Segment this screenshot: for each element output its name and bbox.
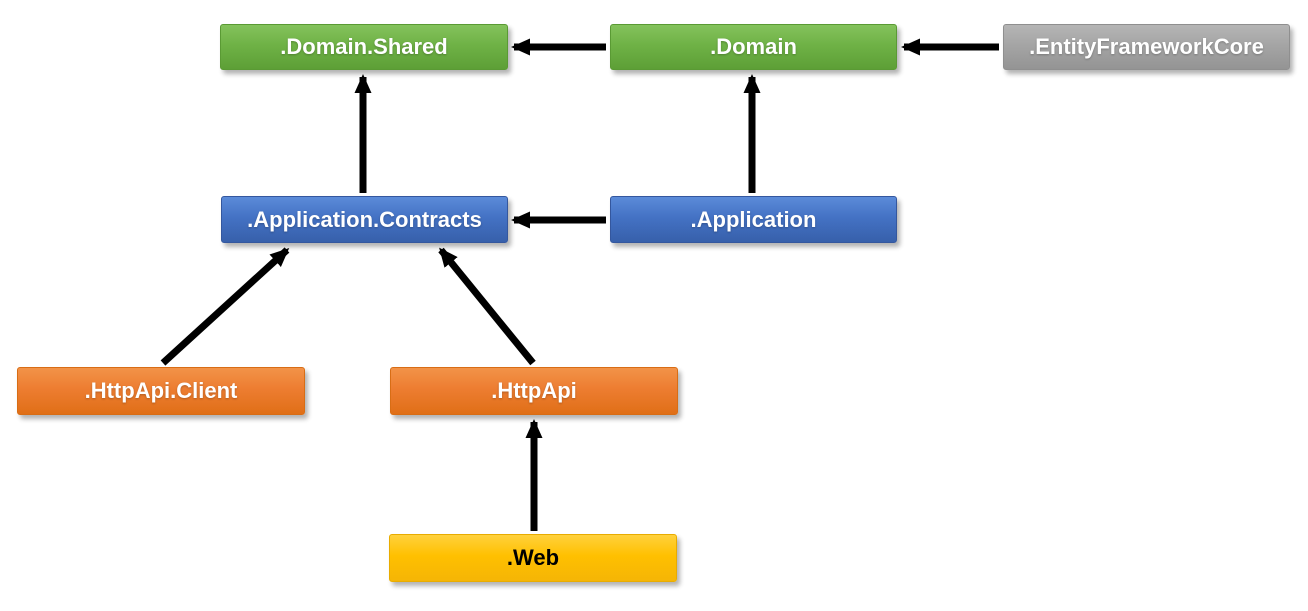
node-httpapi-label: .HttpApi <box>491 378 577 403</box>
node-application: .Application <box>610 196 897 243</box>
node-web: .Web <box>389 534 677 582</box>
node-application-label: .Application <box>690 206 817 232</box>
node-domain-shared: .Domain.Shared <box>220 24 508 70</box>
edge-httpapi-client-to-application-contracts <box>160 247 290 366</box>
node-application-contracts-label: .Application.Contracts <box>247 206 482 232</box>
node-domain-label: .Domain <box>710 34 797 59</box>
node-domain: .Domain <box>610 24 897 70</box>
edge-httpapi-to-application-contracts <box>438 247 536 366</box>
node-httpapi-client: .HttpApi.Client <box>17 367 305 415</box>
node-httpapi-client-label: .HttpApi.Client <box>84 378 238 403</box>
node-application-contracts: .Application.Contracts <box>221 196 508 243</box>
node-entityframeworkcore: .EntityFrameworkCore <box>1003 24 1290 70</box>
node-web-label: .Web <box>506 545 560 570</box>
node-entityframeworkcore-label: .EntityFrameworkCore <box>1029 34 1264 59</box>
node-httpapi: .HttpApi <box>390 367 678 415</box>
node-domain-shared-label: .Domain.Shared <box>280 34 448 59</box>
